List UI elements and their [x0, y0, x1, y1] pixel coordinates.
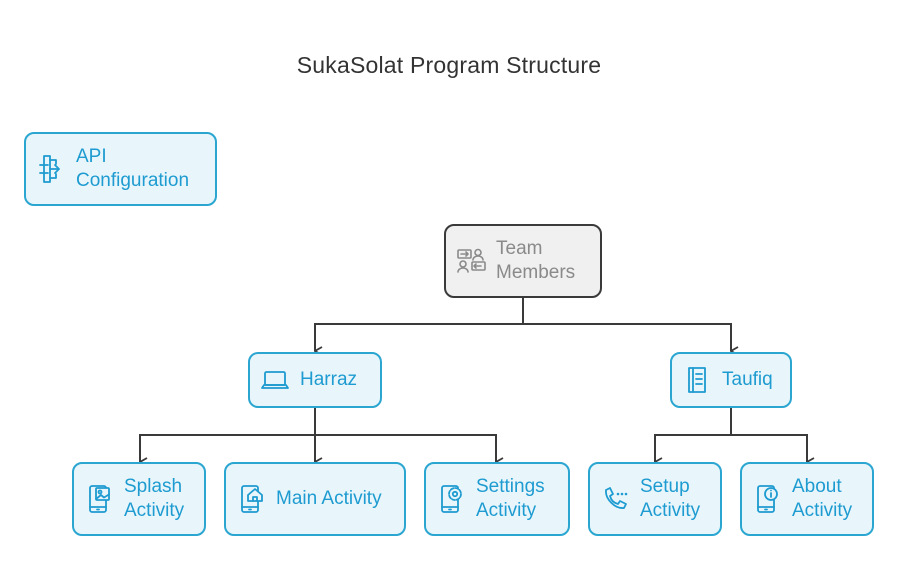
node-taufiq[interactable]: Taufiq [670, 352, 792, 408]
node-team-members[interactable]: Team Members [444, 224, 602, 298]
node-label: Splash Activity [124, 476, 185, 521]
phone-gear-icon [426, 482, 476, 516]
edge-team-harraz [314, 297, 524, 351]
node-main-activity[interactable]: Main Activity [224, 462, 406, 536]
node-about-activity[interactable]: About Activity [740, 462, 874, 536]
node-label: About Activity [792, 476, 853, 521]
phone-info-icon [742, 482, 792, 516]
phone-call-icon [590, 482, 640, 516]
edge-team-taufiq [523, 323, 731, 351]
node-label: Harraz [300, 369, 358, 390]
phone-home-icon [226, 482, 276, 516]
node-setup-activity[interactable]: Setup Activity [588, 462, 722, 536]
node-label: Taufiq [722, 369, 773, 390]
edge-harraz-splash [139, 406, 316, 462]
node-settings-activity[interactable]: Settings Activity [424, 462, 570, 536]
node-label: Settings Activity [476, 476, 545, 521]
api-config-icon [26, 152, 76, 186]
team-members-icon [446, 244, 496, 278]
node-label: API Configuration [76, 146, 190, 191]
book-icon [672, 364, 722, 396]
node-api-configuration[interactable]: API Configuration [24, 132, 217, 206]
laptop-icon [250, 366, 300, 394]
node-harraz[interactable]: Harraz [248, 352, 382, 408]
phone-image-icon [74, 482, 124, 516]
diagram-title: SukaSolat Program Structure [296, 52, 602, 78]
node-label: Setup Activity [640, 476, 701, 521]
node-label: Team Members [496, 238, 576, 283]
edge-taufiq-about [731, 434, 807, 462]
node-label: Main Activity [276, 488, 382, 509]
edge-harraz-settings [315, 434, 496, 462]
node-splash-activity[interactable]: Splash Activity [72, 462, 206, 536]
edge-taufiq-setup [654, 406, 732, 462]
